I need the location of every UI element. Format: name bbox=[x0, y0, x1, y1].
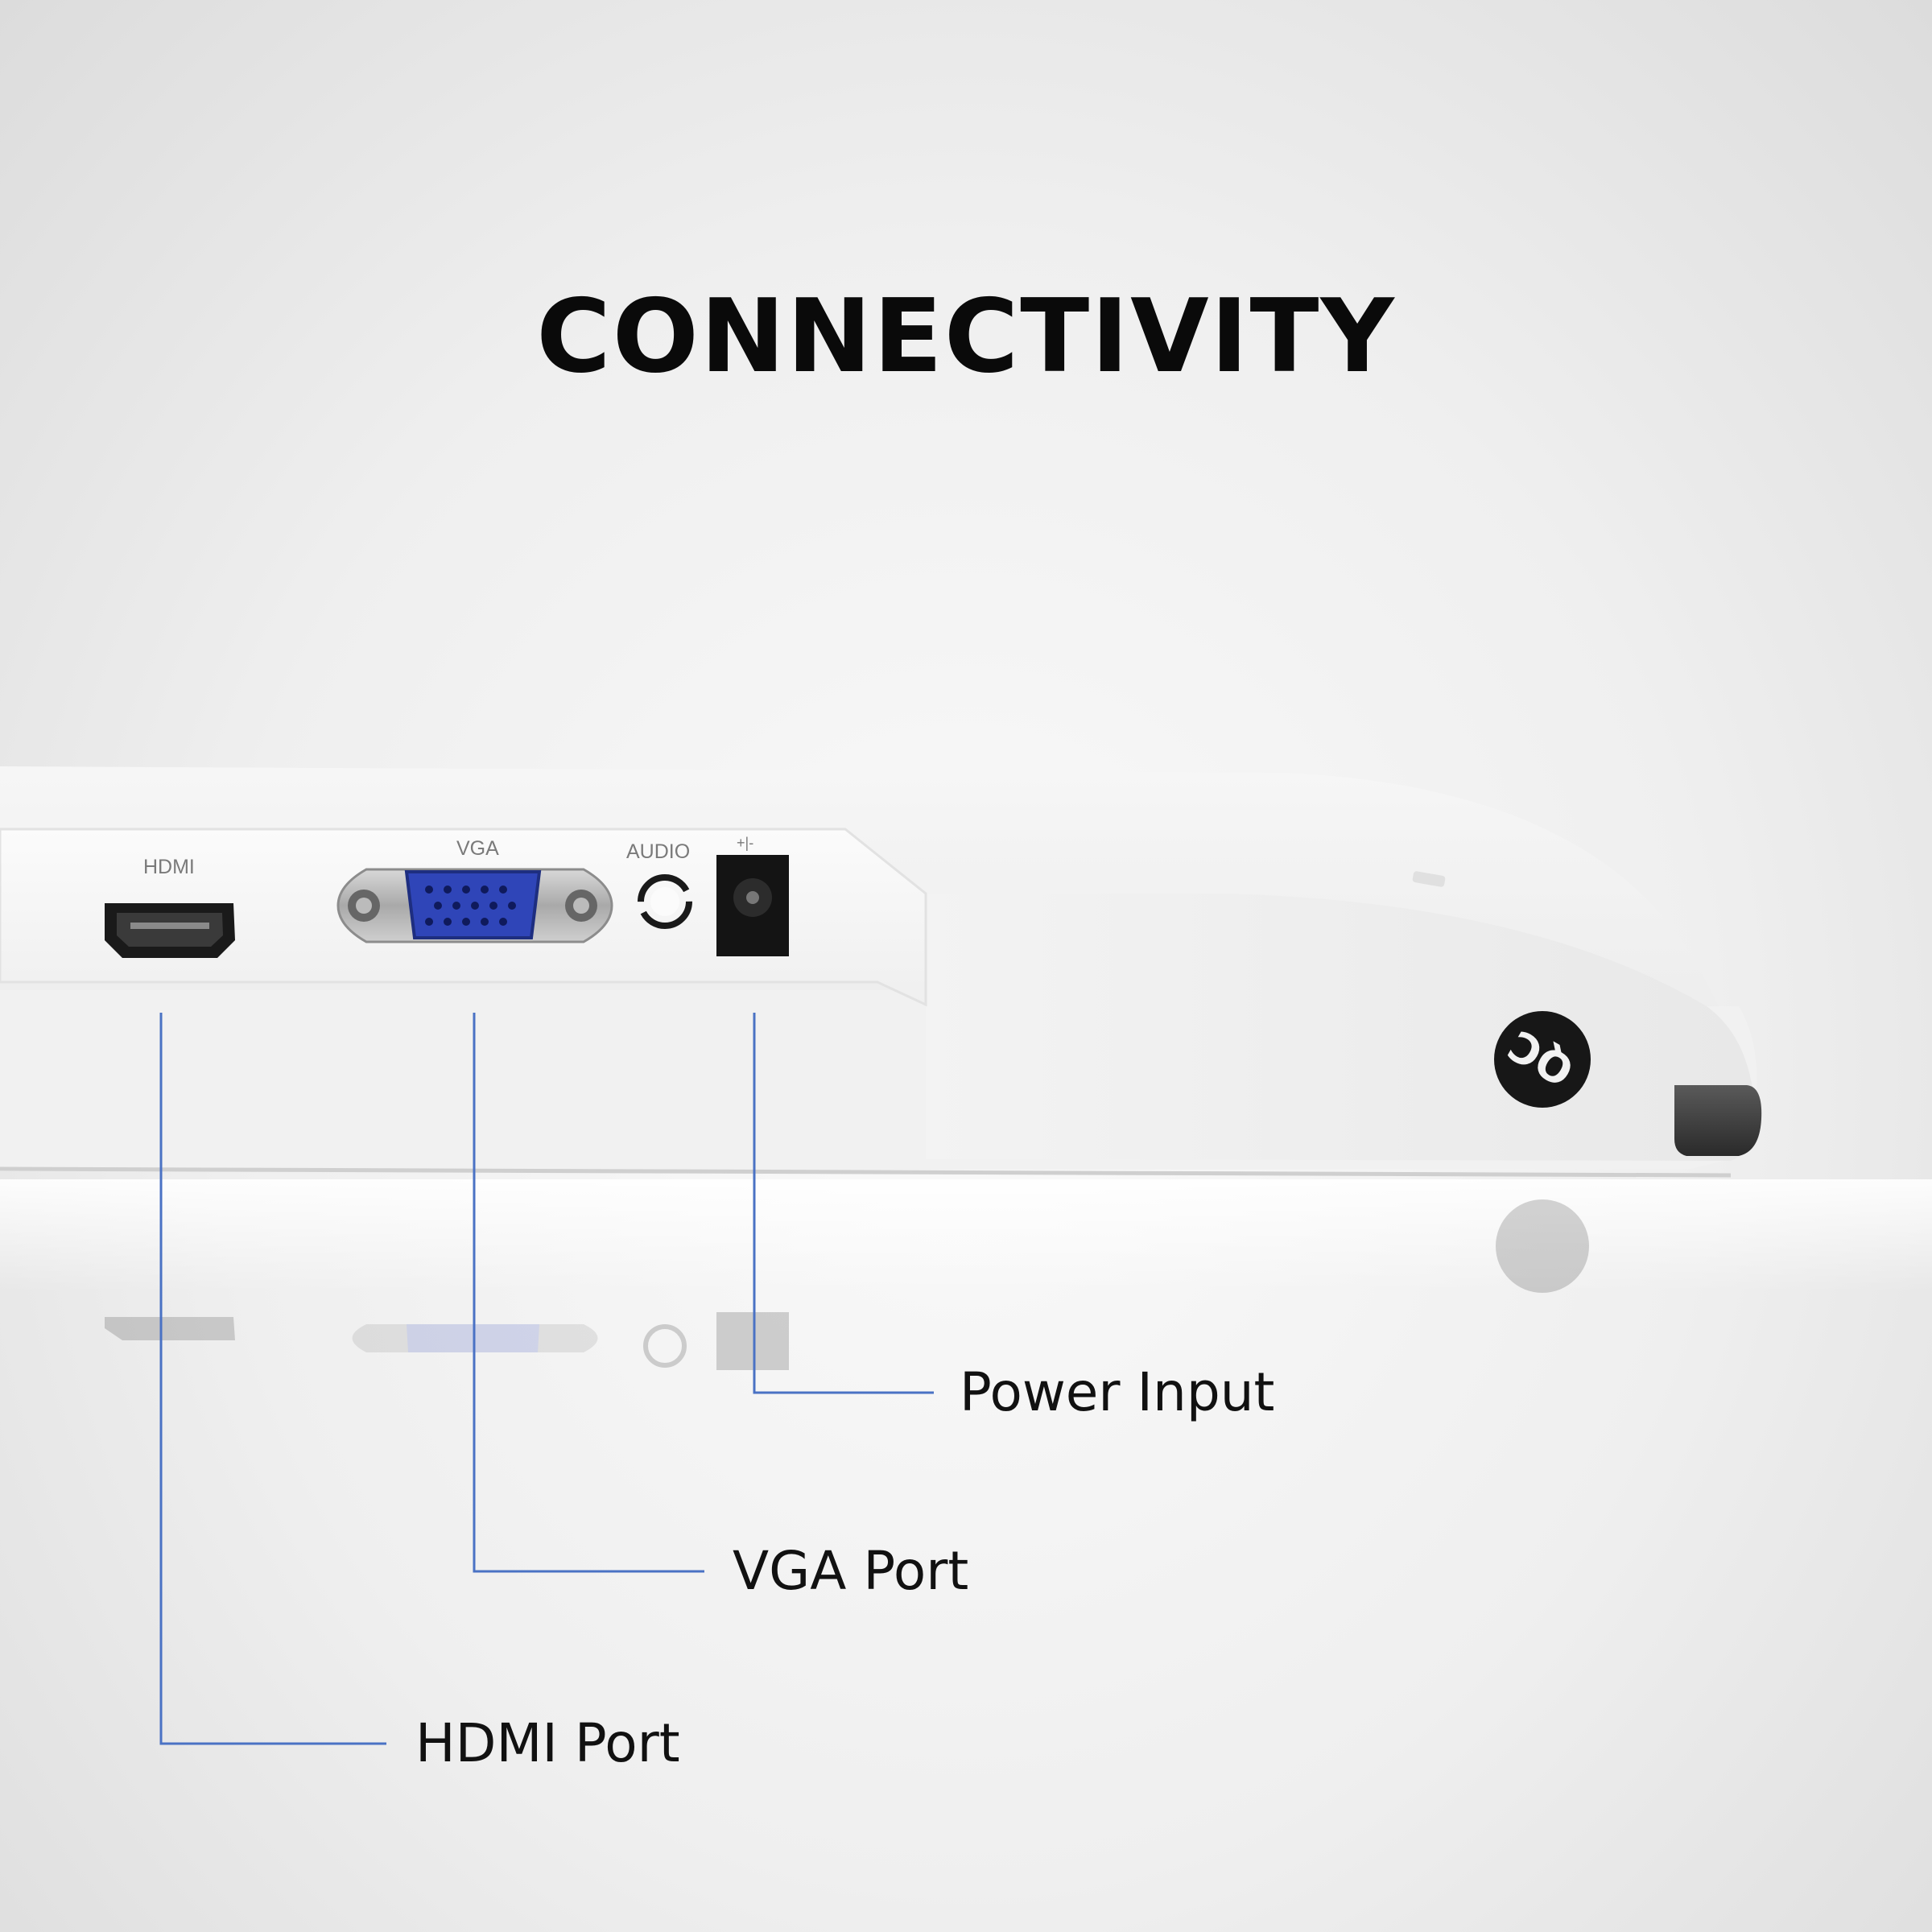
callout-lines bbox=[159, 1013, 934, 1745]
rubber-foot bbox=[1674, 1085, 1762, 1156]
brand-logo bbox=[1494, 1011, 1591, 1108]
vga-port-label: VGA Port bbox=[733, 1540, 969, 1602]
vga-callout-line bbox=[473, 1013, 704, 1573]
audio-jack bbox=[638, 874, 692, 929]
hdmi-port bbox=[105, 903, 235, 958]
vga-silkscreen-label: VGA bbox=[456, 837, 499, 860]
power-jack bbox=[716, 855, 789, 956]
vga-port bbox=[336, 868, 613, 943]
audio-silkscreen-label: AUDIO bbox=[626, 840, 691, 863]
hdmi-silkscreen-label: HDMI bbox=[143, 856, 195, 878]
page-title: CONNECTIVITY bbox=[536, 277, 1396, 395]
power-callout-line bbox=[753, 1013, 934, 1394]
hdmi-callout-line bbox=[159, 1013, 386, 1745]
power-polarity-symbol: +|- bbox=[737, 835, 754, 851]
power-input-label: Power Input bbox=[960, 1361, 1275, 1423]
hdmi-port-label: HDMI Port bbox=[415, 1712, 680, 1774]
